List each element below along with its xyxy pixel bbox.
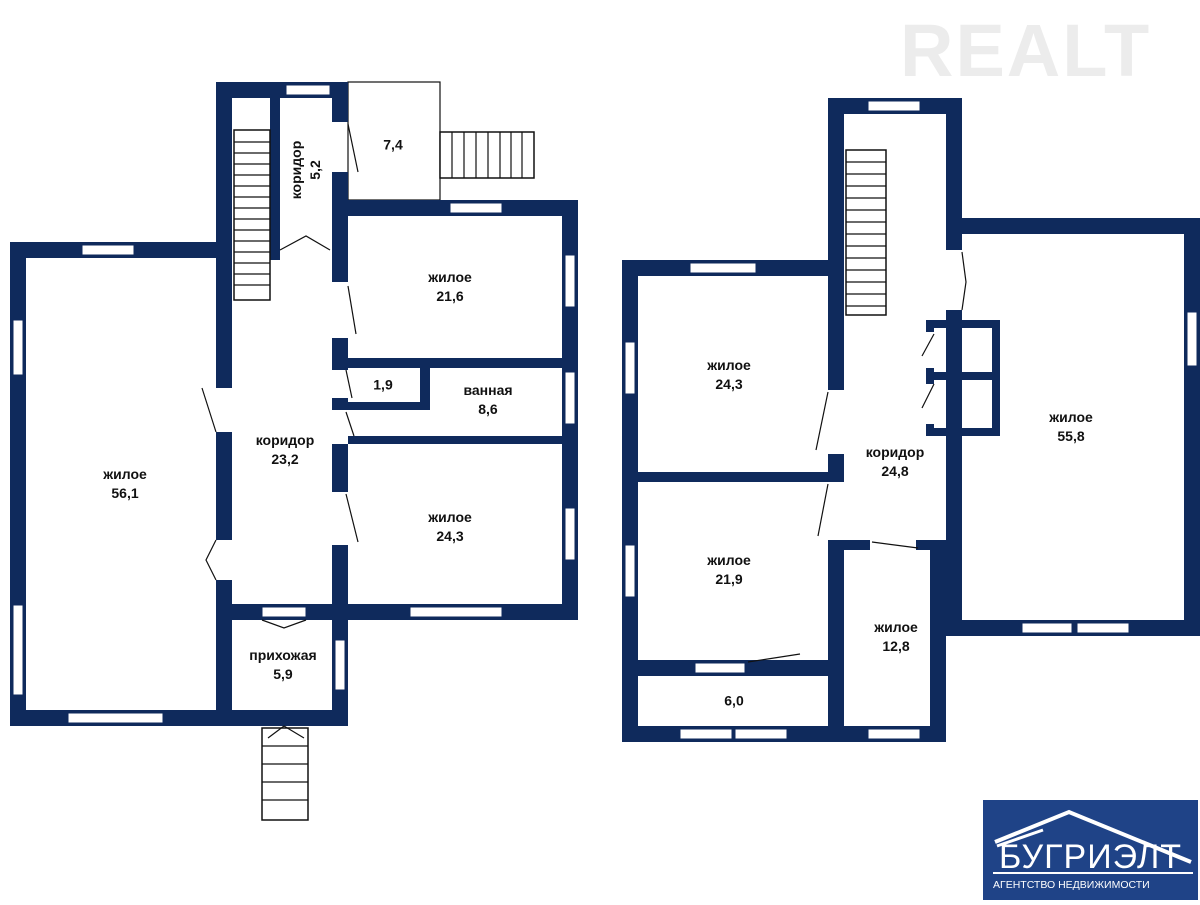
room-name: жилое	[1049, 409, 1093, 425]
room-living-55-8: жилое 55,8	[1049, 408, 1093, 446]
room-hallway: прихожая 5,9	[249, 646, 316, 684]
room-living-24-3-f2: жилое 24,3	[707, 356, 751, 394]
room-corridor-23-2: коридор 23,2	[256, 431, 315, 469]
room-area: 5,2	[307, 160, 323, 180]
room-corridor-24-8: коридор 24,8	[866, 443, 925, 481]
logo-tagline: АГЕНТСТВО НЕДВИЖИМОСТИ	[993, 879, 1150, 891]
room-name: жилое	[428, 269, 472, 285]
room-area: 5,9	[273, 666, 293, 682]
room-name: жилое	[874, 619, 918, 635]
room-living-21-9: жилое 21,9	[707, 551, 751, 589]
room-name: жилое	[707, 357, 751, 373]
room-area: 55,8	[1057, 428, 1085, 444]
room-name: жилое	[103, 466, 147, 482]
room-area: 7,4	[383, 136, 403, 153]
realt-watermark: REALT	[900, 9, 1152, 92]
floor2-stairs	[845, 149, 887, 316]
floor1-windows	[12, 84, 576, 724]
room-area: 12,8	[882, 638, 910, 654]
floor2-windows	[624, 100, 1198, 740]
room-7-4: 7,4	[383, 136, 402, 155]
room-name: жилое	[428, 509, 472, 525]
room-living-21-6: жилое 21,6	[428, 268, 472, 306]
room-area: 24,3	[436, 528, 464, 544]
room-bathroom: ванная 8,6	[463, 381, 512, 419]
room-area: 24,3	[715, 376, 743, 392]
roof-icon	[993, 809, 1193, 874]
room-name: коридор	[255, 432, 315, 448]
room-area: 56,1	[111, 485, 139, 501]
room-name: ванная	[463, 382, 513, 398]
bugrielt-logo: БУГРИЭЛТ АГЕНТСТВО НЕДВИЖИМОСТИ	[983, 800, 1198, 900]
room-1-9: 1,9	[373, 376, 392, 395]
room-area: 21,9	[715, 571, 743, 587]
floor2-doors	[747, 251, 967, 663]
logo-name: БУГРИЭЛТ	[999, 838, 1183, 876]
room-area: 23,2	[271, 451, 299, 467]
room-6-0: 6,0	[724, 692, 743, 711]
floor1-doors	[201, 123, 359, 739]
room-living-56-1: жилое 56,1	[103, 465, 147, 503]
room-living-24-3: жилое 24,3	[428, 508, 472, 546]
room-name: прихожая	[249, 647, 317, 663]
room-area: 21,6	[436, 288, 464, 304]
room-name: коридор	[288, 140, 304, 200]
room-area: 1,9	[373, 376, 393, 393]
floor1-stairs	[233, 129, 535, 821]
room-area: 24,8	[881, 463, 909, 479]
room-living-12-8: жилое 12,8	[874, 618, 918, 656]
room-area: 8,6	[478, 401, 498, 417]
room-name: жилое	[707, 552, 751, 568]
room-name: коридор	[865, 444, 925, 460]
room-area: 6,0	[724, 692, 744, 709]
